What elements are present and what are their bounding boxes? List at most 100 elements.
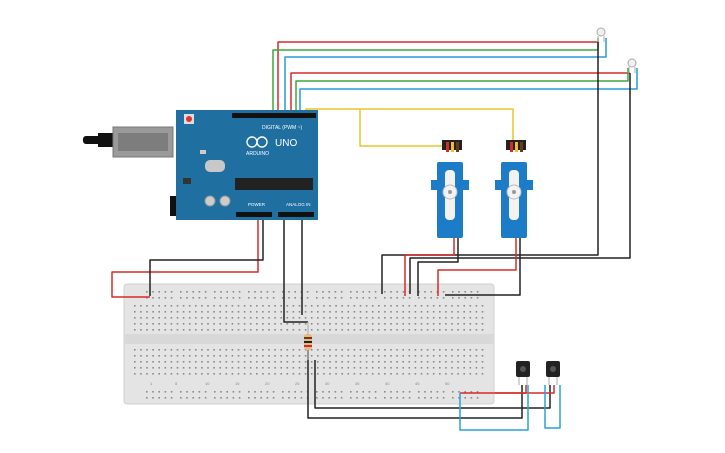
breadboard-hole bbox=[432, 329, 435, 331]
breadboard-hole bbox=[254, 297, 256, 299]
pushbutton-icon[interactable] bbox=[546, 361, 560, 385]
power-header[interactable] bbox=[236, 212, 272, 217]
breadboard-hole bbox=[176, 349, 179, 351]
wire-light-blue[interactable] bbox=[544, 385, 561, 429]
breadboard-hole bbox=[207, 349, 209, 351]
breadboard-hole bbox=[204, 291, 207, 293]
wire-red[interactable] bbox=[111, 220, 259, 298]
breadboard-hole bbox=[414, 305, 417, 307]
wire-blue[interactable] bbox=[299, 68, 638, 114]
breadboard-hole bbox=[452, 391, 454, 393]
wire-light-blue[interactable] bbox=[459, 385, 529, 431]
wire-red[interactable] bbox=[404, 238, 455, 296]
analog-header[interactable] bbox=[278, 212, 314, 217]
breadboard-hole bbox=[292, 311, 295, 313]
breadboard-hole bbox=[317, 305, 319, 307]
breadboard-hole bbox=[134, 349, 136, 351]
breadboard-hole bbox=[249, 323, 252, 325]
wire-red[interactable] bbox=[495, 385, 555, 394]
breadboard-hole bbox=[378, 305, 380, 307]
breadboard-hole bbox=[248, 397, 250, 399]
breadboard-hole bbox=[248, 391, 250, 393]
wire-black[interactable] bbox=[381, 42, 599, 294]
breadboard-hole bbox=[408, 391, 411, 393]
breadboard-hole bbox=[207, 305, 209, 307]
breadboard-hole bbox=[439, 329, 441, 331]
breadboard-hole bbox=[140, 323, 142, 325]
breadboard-hole bbox=[317, 317, 319, 319]
breadboard-hole bbox=[192, 297, 194, 299]
column-number: 35 bbox=[355, 381, 360, 386]
wire-black[interactable] bbox=[307, 350, 523, 419]
breadboard-hole bbox=[180, 397, 182, 399]
breadboard-hole bbox=[475, 355, 478, 357]
wire-black[interactable] bbox=[445, 238, 521, 296]
wire-green[interactable] bbox=[295, 68, 629, 114]
arduino-logo-icon bbox=[246, 136, 268, 148]
photoresistor-icon[interactable] bbox=[627, 58, 637, 73]
breadboard-hole bbox=[176, 329, 179, 331]
breadboard-hole bbox=[201, 317, 203, 319]
wire-black[interactable] bbox=[417, 238, 459, 296]
breadboard-hole bbox=[420, 367, 423, 369]
breadboard-hole bbox=[323, 317, 325, 319]
breadboard-hole bbox=[286, 329, 289, 331]
wire-red[interactable] bbox=[437, 238, 517, 296]
breadboard-hole bbox=[213, 355, 215, 357]
digital-header[interactable] bbox=[232, 113, 316, 118]
breadboard-hole bbox=[195, 329, 197, 331]
wire-red[interactable] bbox=[290, 72, 630, 114]
resistor-icon[interactable] bbox=[304, 322, 312, 360]
breadboard-hole bbox=[170, 329, 173, 331]
breadboard-hole bbox=[323, 311, 325, 313]
wire-yellow[interactable] bbox=[359, 109, 450, 147]
wire-red[interactable] bbox=[277, 41, 598, 114]
wire-black[interactable] bbox=[314, 360, 551, 409]
breadboard-hole bbox=[359, 317, 362, 319]
breadboard-hole bbox=[481, 311, 484, 313]
wire-black[interactable] bbox=[149, 220, 264, 296]
breadboard-hole bbox=[323, 349, 325, 351]
breadboard-hole bbox=[396, 305, 398, 307]
photoresistor-icon[interactable] bbox=[596, 27, 606, 42]
breadboard-hole bbox=[475, 305, 478, 307]
breadboard-hole bbox=[384, 391, 386, 393]
wires[interactable] bbox=[111, 38, 638, 431]
breadboard-hole bbox=[353, 367, 356, 369]
breadboard-hole bbox=[371, 329, 374, 331]
breadboard-hole bbox=[365, 349, 368, 351]
breadboard-hole bbox=[195, 361, 197, 363]
wire-green[interactable] bbox=[272, 38, 599, 114]
breadboard-hole bbox=[432, 311, 435, 313]
breadboard-hole bbox=[268, 361, 270, 363]
column-number: 40 bbox=[385, 381, 390, 386]
wire-black[interactable] bbox=[283, 220, 308, 323]
breadboard-hole bbox=[219, 317, 221, 319]
breadboard-hole bbox=[201, 355, 203, 357]
pushbutton-icon[interactable] bbox=[516, 361, 530, 385]
breadboard-hole bbox=[304, 323, 307, 325]
breadboard-hole bbox=[451, 317, 453, 319]
breadboard-hole bbox=[359, 355, 362, 357]
servo-motor-2[interactable] bbox=[495, 140, 533, 238]
breadboard-hole bbox=[402, 349, 404, 351]
arduino-uno-board[interactable]: DIGITAL (PWM ~) ARDUINO UNO POWER ANALOG… bbox=[83, 110, 318, 220]
breadboard-hole bbox=[365, 317, 368, 319]
breadboard-hole bbox=[463, 355, 465, 357]
breadboard-hole bbox=[262, 355, 264, 357]
breadboard-hole bbox=[146, 349, 148, 351]
breadboard-hole bbox=[243, 311, 246, 313]
breadboard-hole bbox=[390, 367, 392, 369]
breadboard-hole bbox=[316, 391, 318, 393]
breadboard-hole bbox=[323, 305, 325, 307]
breadboard-hole bbox=[231, 361, 234, 363]
wire-blue[interactable] bbox=[284, 38, 607, 114]
breadboard-hole bbox=[341, 329, 343, 331]
breadboard-hole bbox=[158, 391, 160, 393]
breadboard-hole bbox=[225, 361, 228, 363]
breadboard-hole bbox=[408, 367, 411, 369]
breadboard-hole bbox=[292, 305, 295, 307]
servo-motor-1[interactable] bbox=[431, 140, 469, 238]
breadboard-hole bbox=[475, 361, 478, 363]
wire-yellow[interactable] bbox=[305, 108, 514, 142]
